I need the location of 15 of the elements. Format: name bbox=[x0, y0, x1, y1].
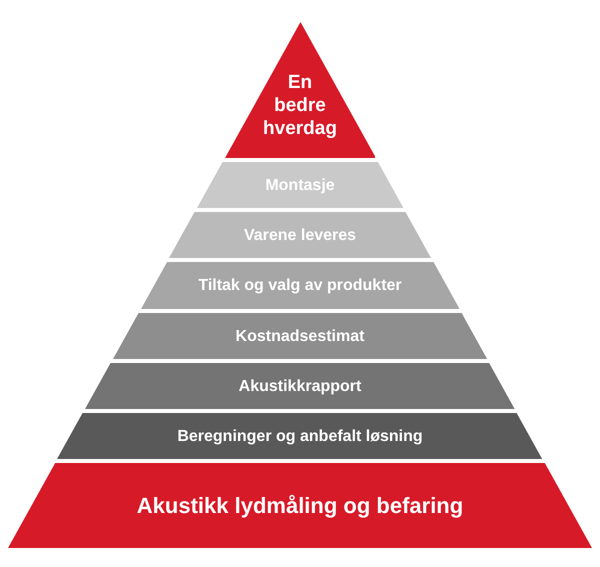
pyramid-tier bbox=[112, 313, 488, 359]
pyramid-tier bbox=[57, 413, 543, 459]
pyramid-tier bbox=[140, 262, 460, 309]
pyramid-apex bbox=[224, 22, 376, 158]
tier-label: Akustikkrapport bbox=[238, 376, 362, 396]
tier-label: Kostnadsestimat bbox=[234, 326, 366, 346]
tier-label: En bedre hverdag bbox=[262, 72, 338, 140]
pyramid-tier bbox=[85, 363, 515, 409]
tier-label: Varene leveres bbox=[242, 226, 358, 245]
tier-label: Beregninger og anbefalt løsning bbox=[176, 426, 424, 446]
tier-label: Akustikk lydmåling og befaring bbox=[136, 492, 464, 519]
tier-label: Tiltak og valg av produkter bbox=[197, 276, 403, 296]
pyramid-tier bbox=[8, 463, 592, 548]
pyramid-tier bbox=[168, 212, 431, 258]
pyramid-tier bbox=[196, 162, 404, 208]
